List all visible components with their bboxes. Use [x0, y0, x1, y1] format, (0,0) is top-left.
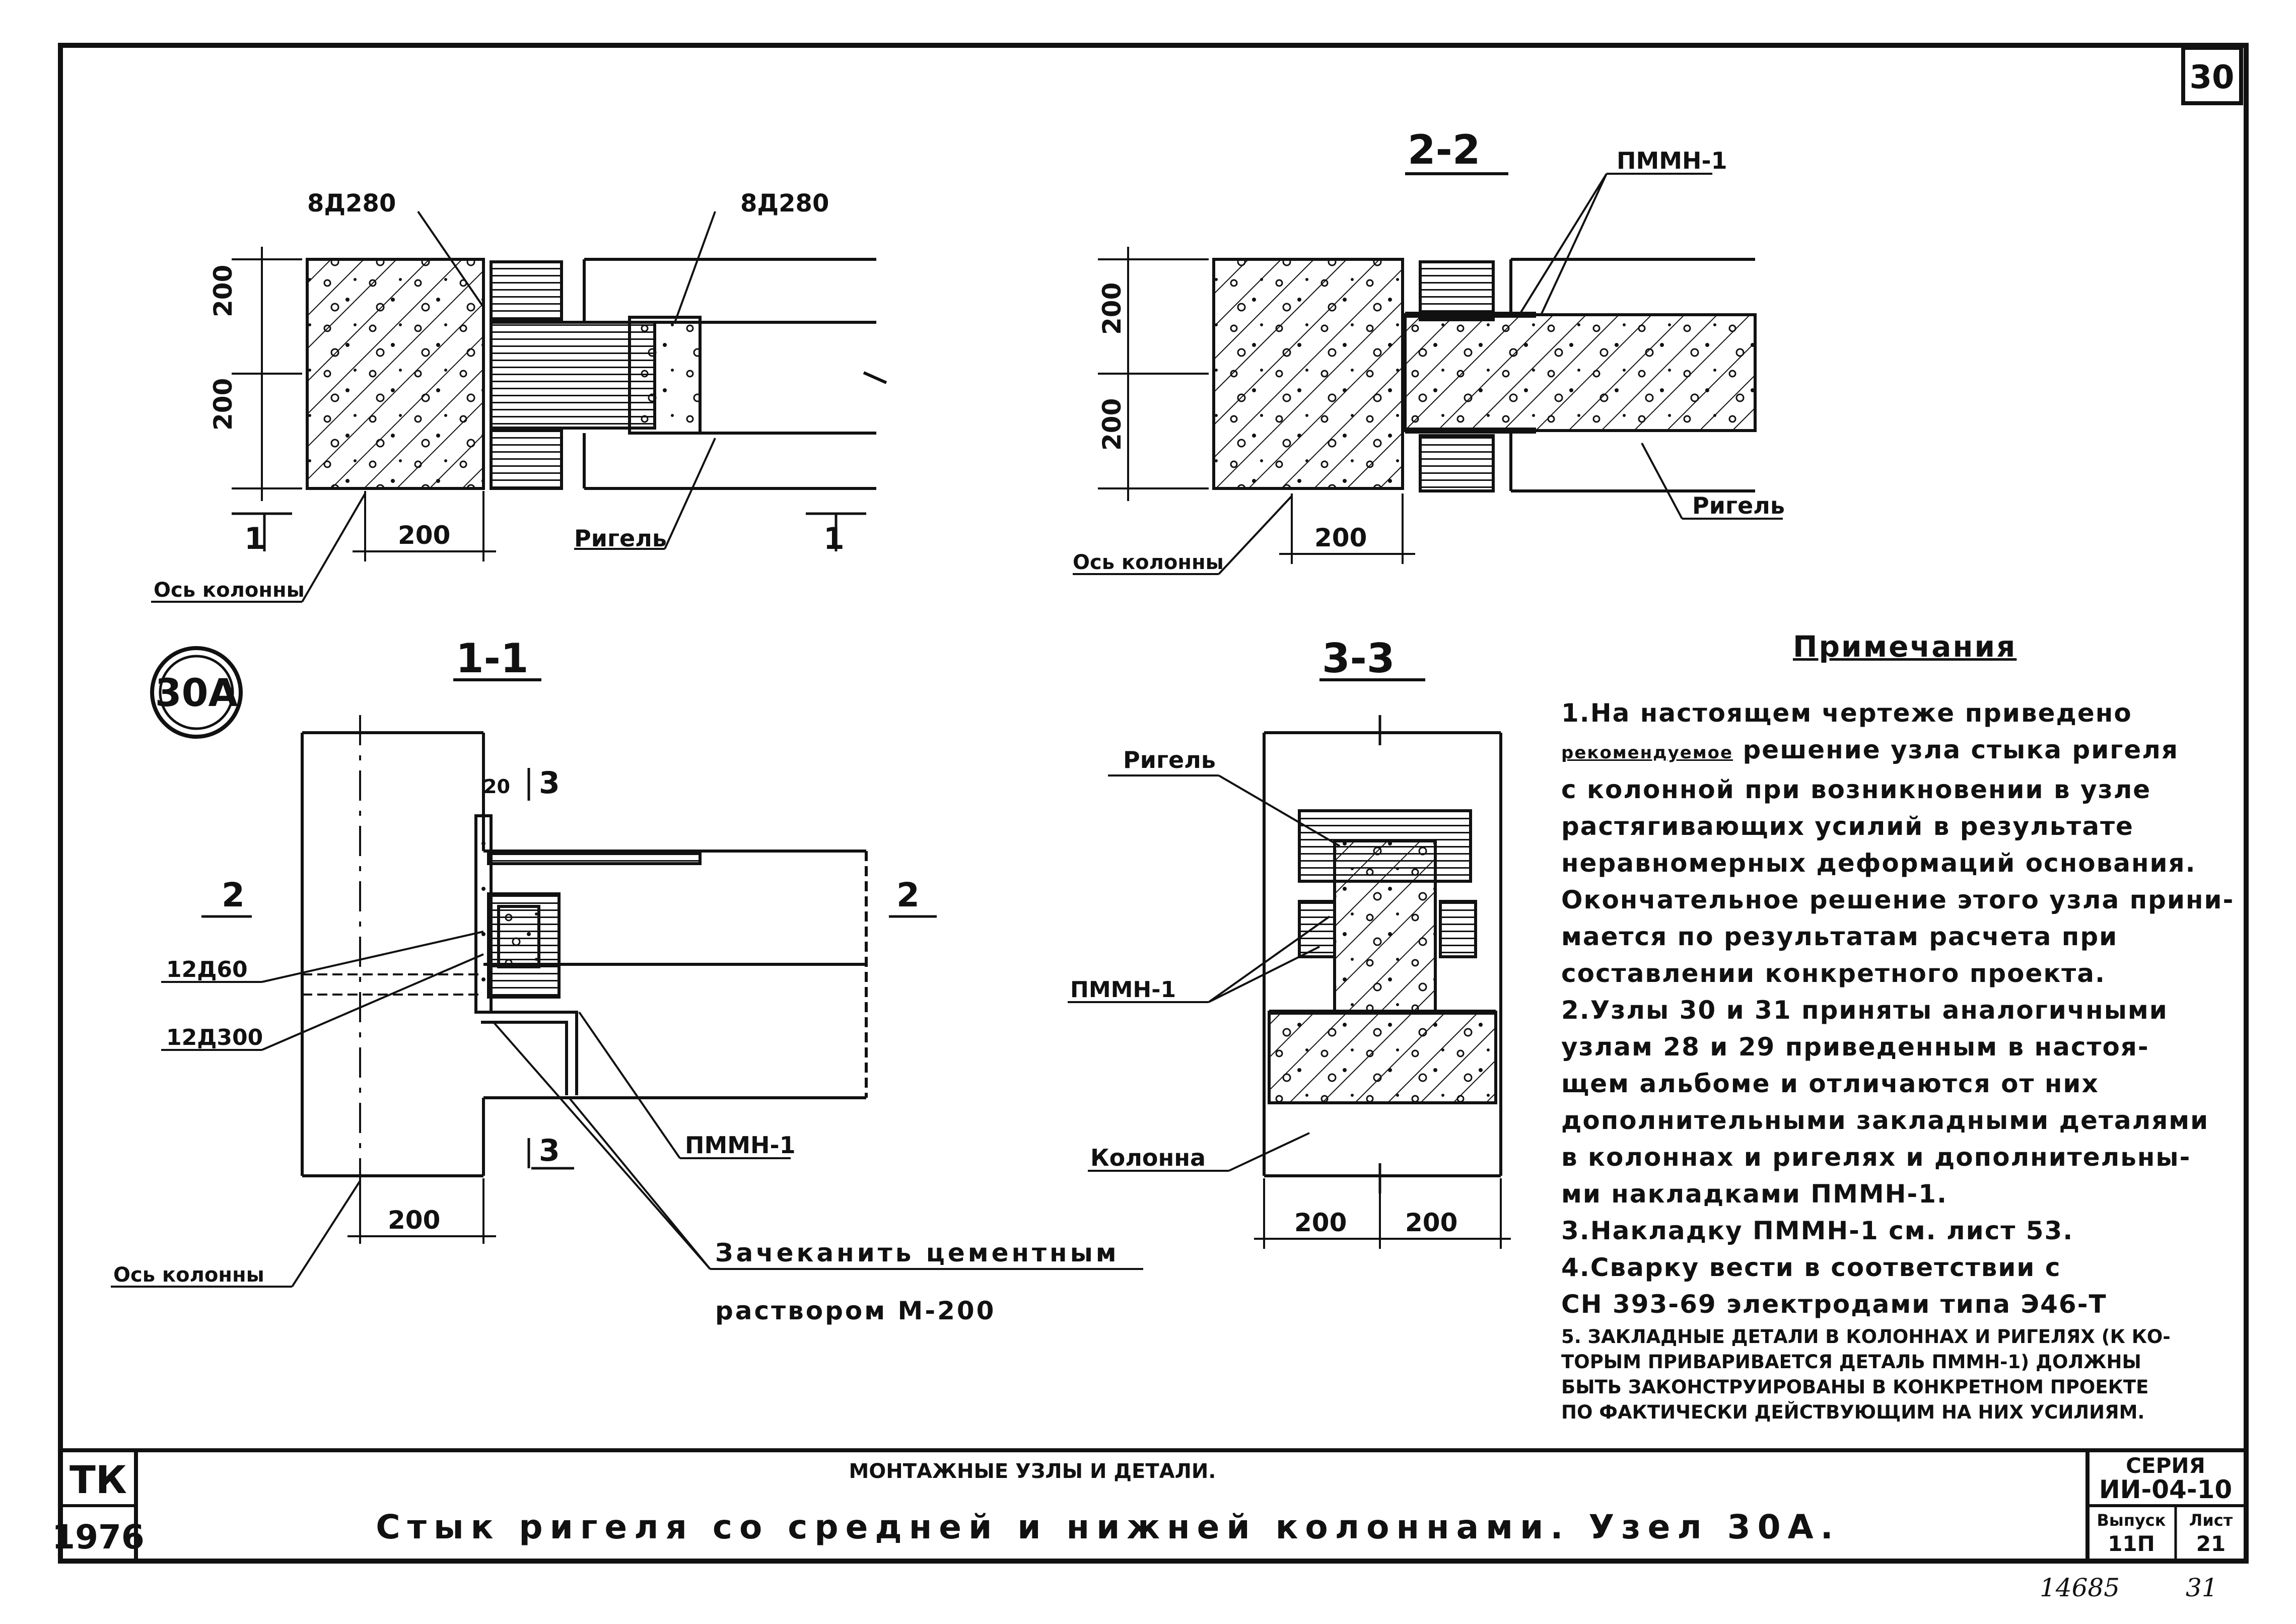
view11-rebar-a: 12Д60: [166, 957, 248, 982]
note-line: растягивающих усилий в результате: [1561, 812, 2134, 841]
view2-dim-bottom: 200: [1097, 398, 1127, 451]
view1-beam-label: Ригель: [574, 525, 667, 552]
view1-dim-width: 200: [398, 521, 450, 550]
view33-plate-label: ПММН-1: [1070, 977, 1176, 1003]
note-line: неравномерных деформаций основания.: [1561, 849, 2196, 878]
view11-rebar-b: 12Д300: [166, 1025, 263, 1050]
note-line: ТОРЫМ ПРИВАРИВАЕТСЯ ДЕТАЛЬ ПММН-1) ДОЛЖН…: [1561, 1351, 2141, 1373]
view2-dim-top: 200: [1097, 283, 1127, 335]
view1-section-mark-right: 1: [823, 521, 845, 556]
view33-column-label: Колонна: [1090, 1144, 1206, 1171]
view11-title: 1-1: [456, 635, 529, 682]
node-stamp: 30А: [150, 646, 243, 739]
note-line-underlined: рекомендуемое: [1561, 743, 1733, 763]
view1-dim-bottom: 200: [208, 378, 238, 431]
view11-axis-label: Ось колонны: [113, 1263, 264, 1287]
issue-label: Выпуск: [2097, 1511, 2166, 1530]
note-line: мается по результатам расчета при: [1561, 922, 2118, 951]
note-line: 5. ЗАКЛАДНЫЕ ДЕТАЛИ В КОЛОННАХ И РИГЕЛЯХ…: [1561, 1326, 2171, 1348]
note-line: 4.Сварку вести в соответствии с: [1561, 1253, 2061, 1282]
view11-section-2-right: 2: [896, 876, 920, 914]
note-line-rest: решение узла стыка ригеля: [1733, 735, 2179, 764]
sheet-frame: [58, 43, 2249, 1564]
note-line: СН 393-69 электродами типа Э46-Т: [1561, 1290, 2107, 1319]
view11-grout-line1: Зачеканить цементным: [715, 1238, 1120, 1267]
view11-dim-small: 20: [483, 775, 510, 798]
note-line: ПО ФАКТИЧЕСКИ ДЕЙСТВУЮЩИМ НА НИХ УСИЛИЯМ…: [1561, 1401, 2145, 1423]
view33-beam-label: Ригель: [1123, 746, 1216, 773]
note-line: БЫТЬ ЗАКОНСТРУИРОВАНЫ В КОНКРЕТНОМ ПРОЕК…: [1561, 1376, 2149, 1398]
note-line: дополнительными закладными деталями: [1561, 1106, 2209, 1135]
footer-page: 31: [2186, 1573, 2218, 1602]
note-line: с колонной при возникновении в узле: [1561, 775, 2151, 804]
view1-rebar-left: 8Д280: [307, 189, 396, 218]
note-line: Окончательное решение этого узла прини-: [1561, 885, 2235, 914]
title-org: ТК: [69, 1457, 127, 1502]
view33-dim-right: 200: [1405, 1208, 1457, 1237]
view2-dim-width: 200: [1314, 523, 1367, 552]
note-line: ми накладками ПММН-1.: [1561, 1179, 1947, 1209]
view11-section-2-left: 2: [222, 876, 245, 914]
title-year: 1976: [52, 1518, 145, 1557]
series-value: ИИ-04-10: [2099, 1475, 2232, 1504]
title-main: Стык ригеля со средней и нижней колоннам…: [376, 1508, 1840, 1546]
view11-plate-label: ПММН-1: [685, 1132, 796, 1159]
note-line: составлении конкретного проекта.: [1561, 959, 2106, 988]
view11-section-3-top: 3: [539, 765, 560, 801]
view11-dim-width: 200: [388, 1206, 440, 1235]
view1-axis-label: Ось колонны: [154, 579, 305, 602]
note-line: 1.На настоящем чертеже приведено: [1561, 698, 2132, 728]
title-block: [60, 1450, 2246, 1561]
view-section-3-3: [1068, 678, 1511, 1249]
view1-dim-top: 200: [208, 265, 238, 317]
note-line: 2.Узлы 30 и 31 приняты аналогичными: [1561, 996, 2168, 1025]
view11-section-3-bottom: 3: [539, 1133, 560, 1168]
view2-title: 2-2: [1408, 126, 1481, 173]
view11-grout-line2: раствором М-200: [715, 1296, 996, 1325]
node-stamp-label: 30А: [155, 670, 238, 715]
issue-value: 11П: [2108, 1531, 2155, 1556]
sheet-number: 30: [2189, 59, 2234, 96]
note-line: щем альбоме и отличаются от них: [1561, 1069, 2099, 1098]
view2-beam-label: Ригель: [1692, 492, 1785, 519]
view33-dim-left: 200: [1294, 1208, 1347, 1237]
view-plan-joint: [151, 210, 887, 603]
view33-title: 3-3: [1322, 635, 1395, 682]
note-line: рекомендуемое решение узла стыка ригеля: [1561, 732, 2236, 771]
view1-section-mark-left: 1: [244, 521, 265, 556]
notes-block: 1.На настоящем чертеже приведено рекомен…: [1561, 695, 2236, 1424]
view-section-2-2: [1073, 172, 1783, 575]
view2-axis-label: Ось колонны: [1073, 551, 1224, 574]
sheet-label: Лист: [2189, 1511, 2233, 1530]
note-line: 3.Накладку ПММН-1 см. лист 53.: [1561, 1216, 2074, 1245]
footer-inventory: 14685: [2040, 1573, 2120, 1602]
view1-rebar-right: 8Д280: [740, 189, 829, 218]
view-section-1-1: [111, 678, 1143, 1288]
notes-title: Примечания: [1793, 629, 2017, 664]
note-line: узлам 28 и 29 приведенным в настоя-: [1561, 1032, 2149, 1062]
sheet-value: 21: [2196, 1531, 2225, 1556]
series-label: СЕРИЯ: [2126, 1453, 2205, 1478]
title-subtitle: МОНТАЖНЫЕ УЗЛЫ И ДЕТАЛИ.: [849, 1460, 1216, 1483]
view2-plate-label: ПММН-1: [1617, 147, 1727, 174]
note-line: в колоннах и ригелях и дополнительны-: [1561, 1143, 2191, 1172]
sheet-number-box: 30: [2181, 46, 2243, 105]
